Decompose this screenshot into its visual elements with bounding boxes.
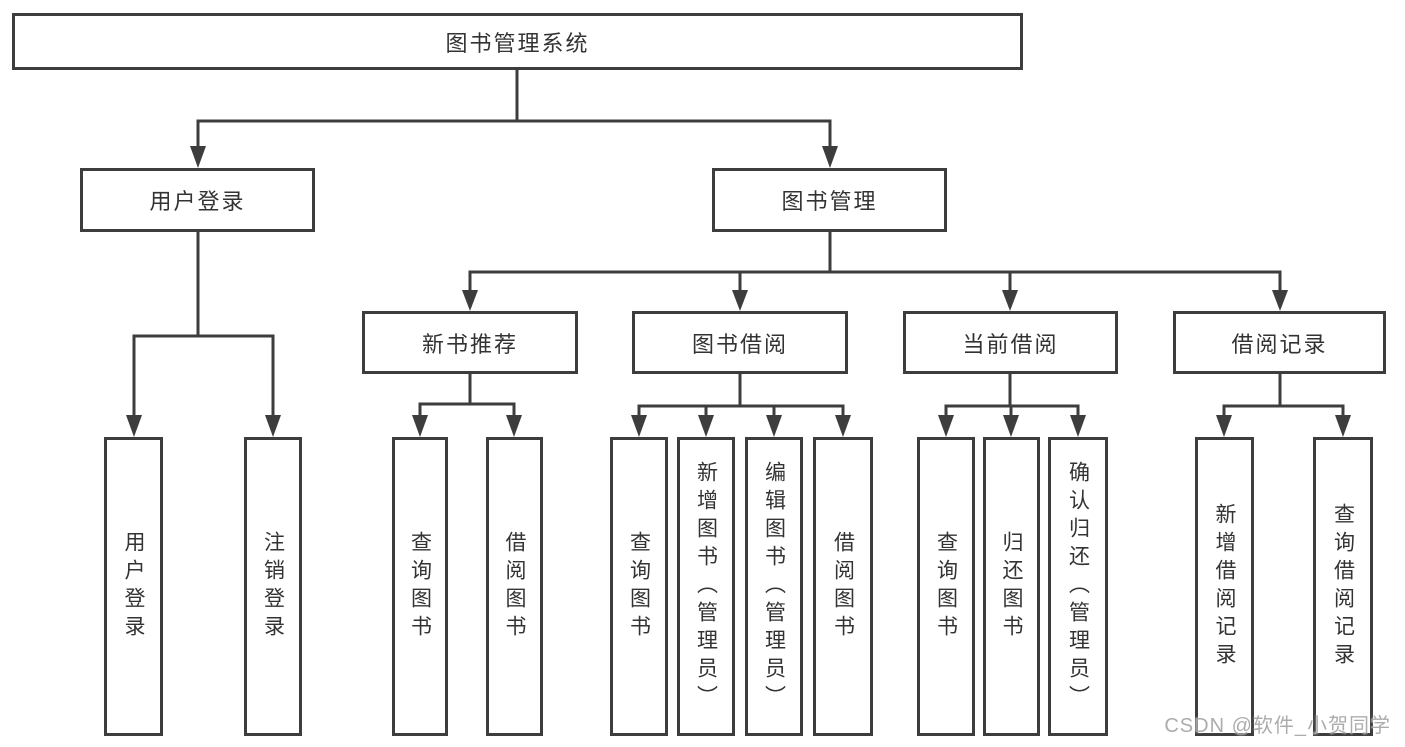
node-user-login: 用户登录	[80, 168, 315, 232]
arrowhead-borrowing-records	[1272, 290, 1288, 311]
connector-book-borrowing-to-leaves	[631, 374, 851, 437]
connector-book-management-to-level3	[462, 232, 1288, 311]
leaf-edit-books-admin: 编辑图书（管理员）	[745, 437, 803, 736]
leaf-user-login: 用户登录	[104, 437, 163, 736]
leaf-query-books-current-label: 查询图书	[934, 530, 958, 643]
leaf-add-borrow-record-label: 新增借阅记录	[1213, 502, 1236, 671]
node-book-borrowing: 图书借阅	[632, 311, 848, 374]
node-user-login-label: 用户登录	[149, 189, 246, 214]
csdn-watermark: CSDN @软件_小贺同学	[1164, 715, 1391, 737]
arrowhead-leaf-logout	[265, 415, 281, 437]
node-book-management: 图书管理	[712, 168, 947, 232]
leaf-borrow-books-recommend-label: 借阅图书	[503, 530, 526, 643]
leaf-query-books-current: 查询图书	[917, 437, 975, 736]
node-borrowing-records-label: 借阅记录	[1231, 331, 1328, 357]
connector-current-borrowing-to-leaves	[938, 374, 1086, 437]
leaf-logout: 注销登录	[244, 437, 302, 736]
leaf-query-books-borrowing: 查询图书	[610, 437, 668, 736]
leaf-borrow-books-borrowing: 借阅图书	[813, 437, 873, 736]
node-root-label: 图书管理系统	[445, 30, 590, 56]
node-borrowing-records: 借阅记录	[1173, 311, 1386, 374]
arrowhead-book-management	[822, 146, 838, 168]
leaf-borrow-books-recommend: 借阅图书	[486, 437, 543, 736]
connector-root-to-level2	[190, 70, 838, 168]
arrowhead-current-borrowing	[1002, 290, 1018, 311]
leaf-return-books: 归还图书	[983, 437, 1040, 736]
node-new-book-recommend: 新书推荐	[362, 311, 578, 374]
node-new-book-recommend-label: 新书推荐	[421, 331, 518, 357]
leaf-confirm-return-admin: 确认归还（管理员）	[1048, 437, 1108, 736]
leaf-query-borrow-record: 查询借阅记录	[1313, 437, 1373, 736]
leaf-return-books-label: 归还图书	[1000, 530, 1023, 643]
leaf-query-books-recommend: 查询图书	[392, 437, 448, 736]
arrowhead-leaf-user-login	[126, 415, 142, 437]
leaf-query-books-borrowing-label: 查询图书	[627, 530, 651, 643]
leaf-edit-books-admin-label: 编辑图书（管理员）	[762, 460, 786, 713]
connector-user-login-to-leaves	[126, 232, 281, 437]
node-root: 图书管理系统	[12, 13, 1023, 70]
connector-borrowing-records-to-leaves	[1216, 374, 1351, 437]
arrowhead-user-login	[190, 146, 206, 168]
arrowhead-book-borrowing	[732, 290, 748, 311]
leaf-borrow-books-borrowing-label: 借阅图书	[831, 530, 855, 643]
node-book-management-label: 图书管理	[781, 189, 878, 214]
leaf-confirm-return-admin-label: 确认归还（管理员）	[1066, 460, 1090, 713]
leaf-user-login-label: 用户登录	[122, 530, 145, 643]
connector-new-book-recommend-to-leaves	[412, 374, 522, 437]
leaf-add-books-admin: 新增图书（管理员）	[677, 437, 735, 736]
node-current-borrowing-label: 当前借阅	[962, 331, 1059, 357]
leaf-query-books-recommend-label: 查询图书	[408, 530, 432, 643]
leaf-add-borrow-record: 新增借阅记录	[1195, 437, 1254, 736]
node-current-borrowing: 当前借阅	[903, 311, 1118, 374]
leaf-query-borrow-record-label: 查询借阅记录	[1331, 502, 1355, 671]
node-book-borrowing-label: 图书借阅	[691, 331, 788, 357]
arrowhead-new-book-recommend	[462, 290, 478, 311]
leaf-add-books-admin-label: 新增图书（管理员）	[694, 460, 718, 713]
leaf-logout-label: 注销登录	[261, 530, 285, 643]
